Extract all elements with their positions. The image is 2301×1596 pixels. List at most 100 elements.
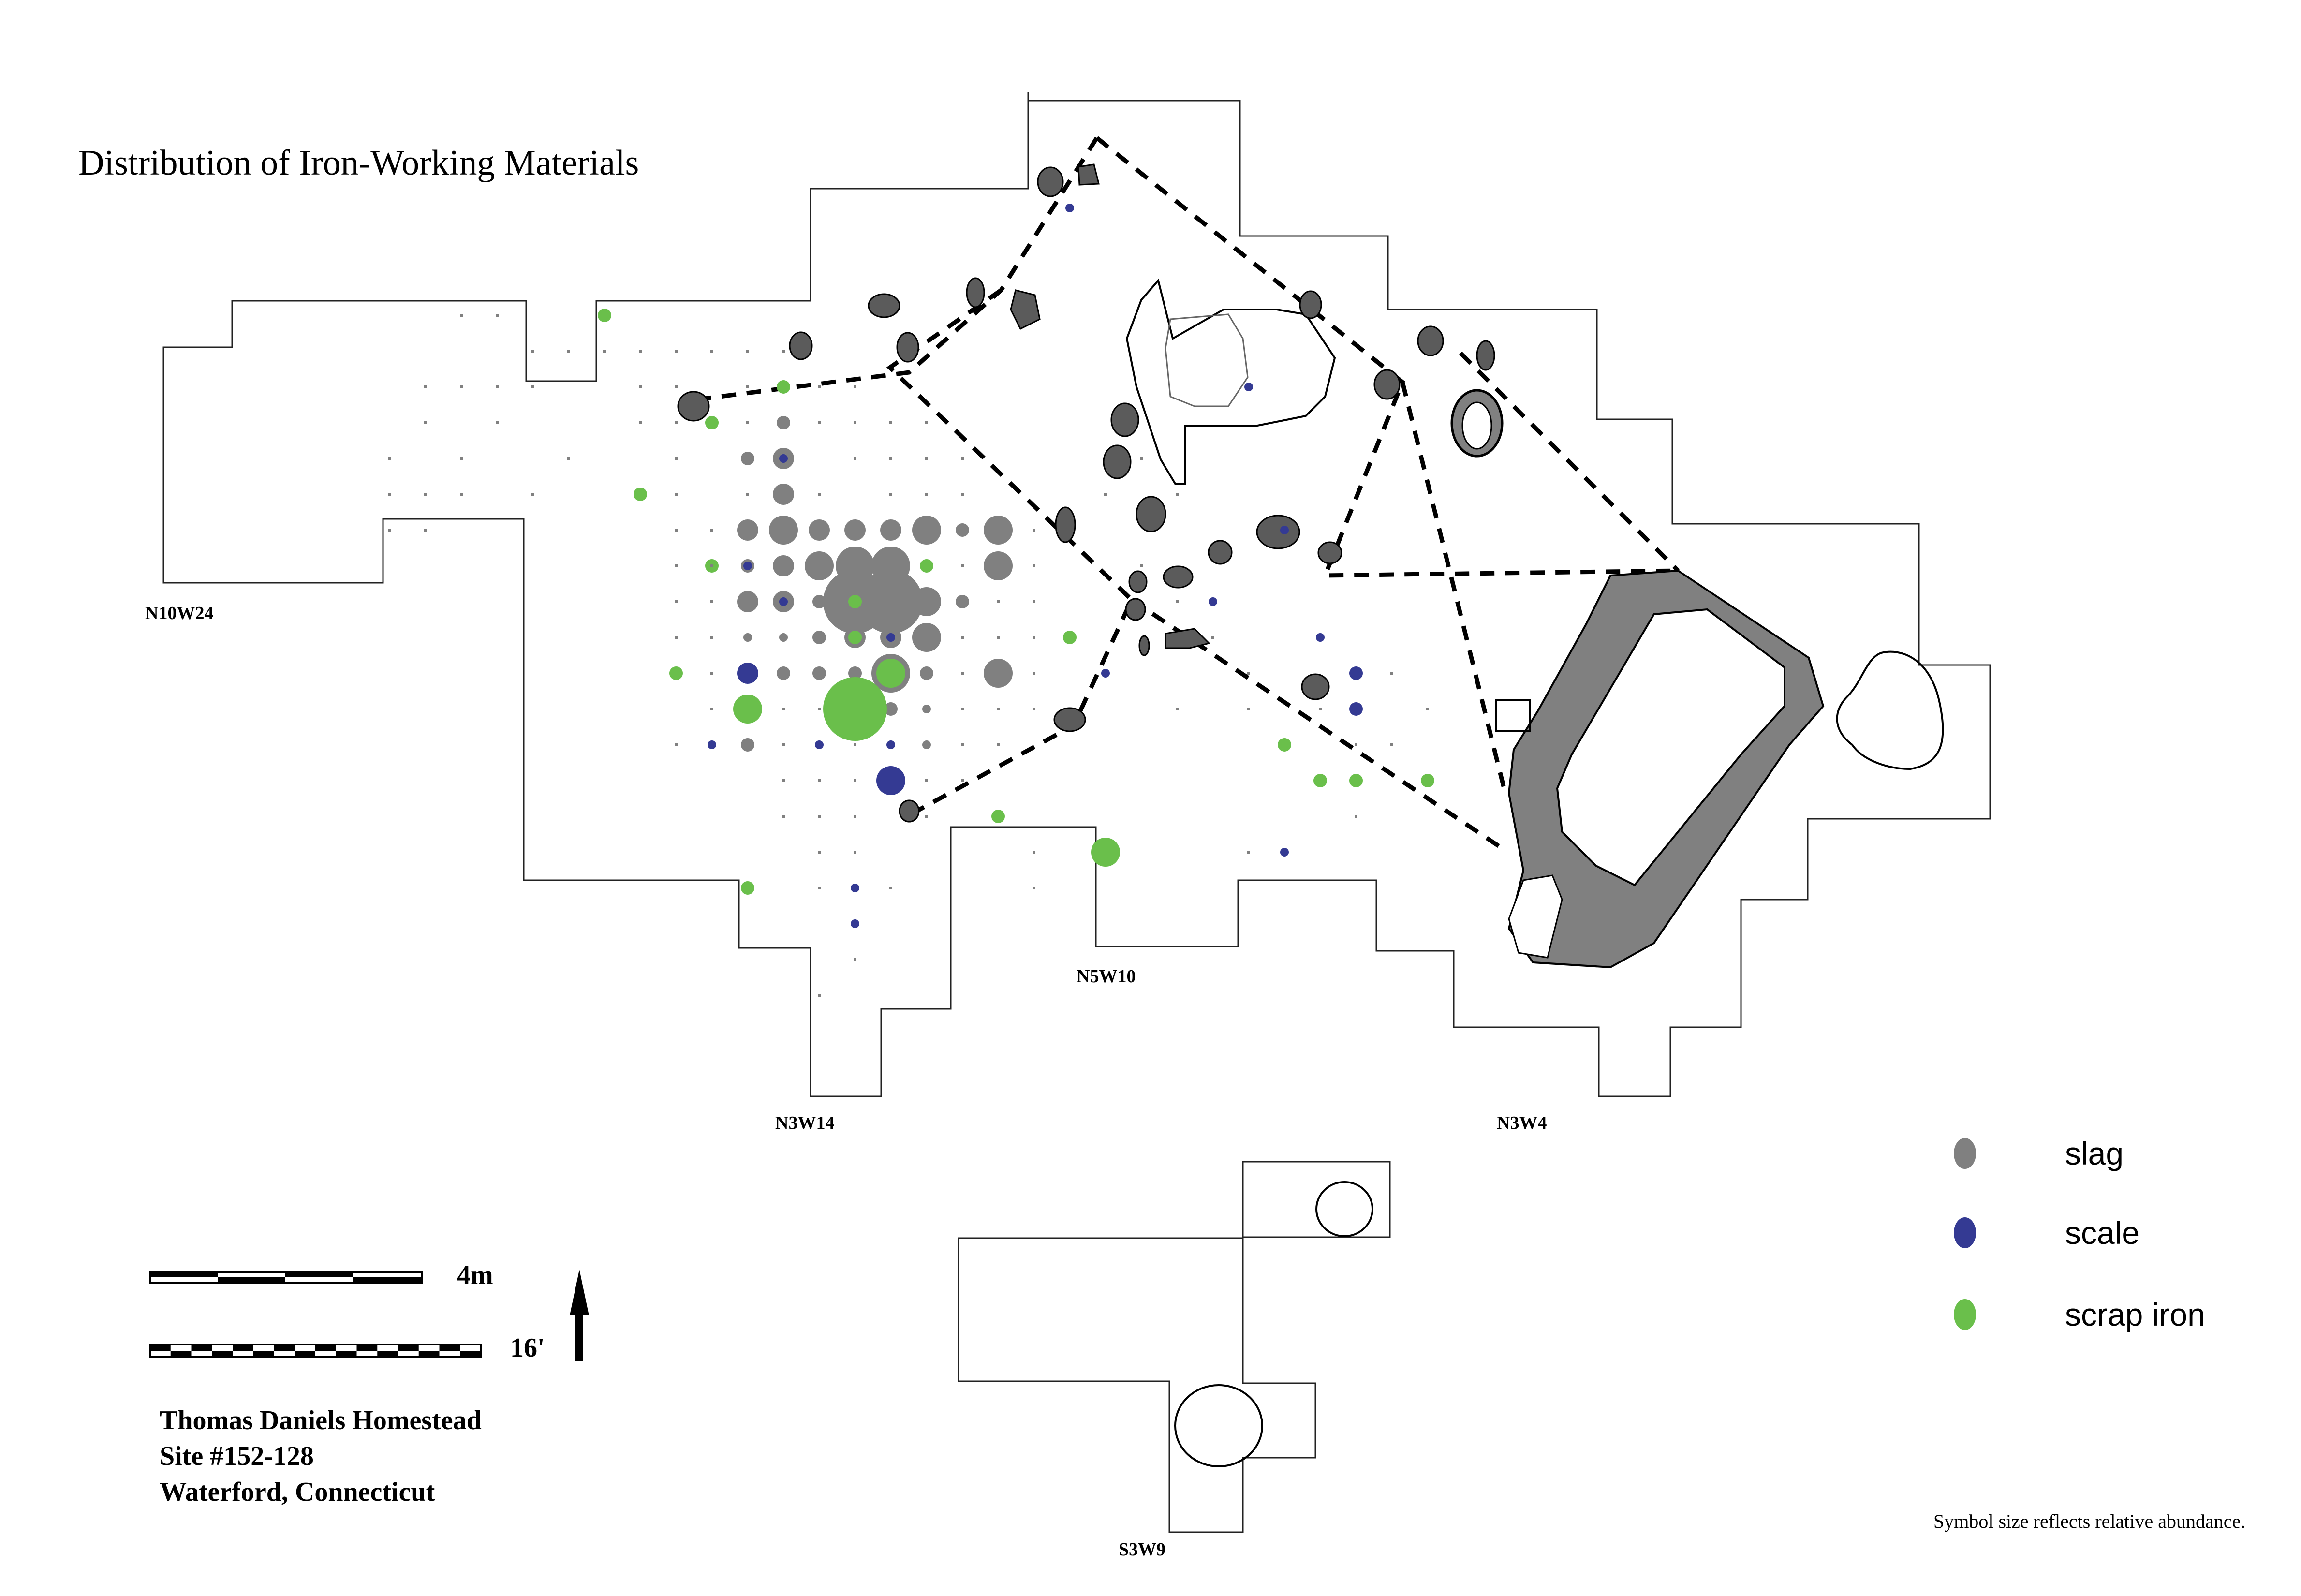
sample-point [531,385,534,388]
sample-point [424,529,427,532]
scrap-iron-symbol [733,695,762,724]
scale-symbol [1244,383,1253,391]
sample-point [818,887,821,889]
sample-point [782,779,785,782]
sample-point [746,421,749,424]
sample-point [961,708,964,710]
sample-point [675,350,678,353]
sample-point [496,421,499,424]
slag-symbol [773,555,794,576]
sample-point [675,636,678,639]
sample-point [818,385,821,388]
sample-point [675,564,678,567]
site-info-block: Thomas Daniels Homestead Site #152-128 W… [160,1403,482,1510]
sample-point [496,314,499,317]
sample-point [567,350,570,353]
sample-point [424,421,427,424]
sample-point [675,493,678,496]
scrap-iron-symbol [920,559,933,573]
slag-symbol [812,666,826,680]
sample-point [1032,708,1035,710]
sample-point [1247,708,1250,710]
sample-point [710,350,713,353]
sample-point [1355,815,1357,818]
legend-label-scale: scale [2065,1215,2140,1251]
sample-point [1247,672,1250,675]
south-pit-1 [1315,1181,1373,1237]
slag-symbol [956,595,969,608]
sample-point [782,708,785,710]
sample-point [818,779,821,782]
scale-segment [233,1345,253,1351]
slag-symbol [844,519,866,541]
sample-point [854,743,856,746]
grid-label-n10w24: N10W24 [145,603,214,623]
scale-segment [377,1351,398,1357]
slag-symbol [912,587,941,616]
sample-point [746,743,749,746]
sample-point [925,457,928,460]
sample-point [460,385,463,388]
grid-label-s3w9: S3W9 [1119,1539,1166,1560]
well-feature [1450,389,1504,458]
sample-point [746,385,749,388]
slag-symbol [912,516,941,545]
scale-segment [336,1351,357,1357]
slag-symbol [880,519,901,541]
scale-symbol [1101,669,1110,678]
imperial-scale-label: 16' [510,1333,545,1363]
slag-symbol [871,547,910,585]
sample-point [639,421,642,424]
chimney-foundation [1507,569,1825,969]
sample-point [639,350,642,353]
scrap-iron-symbol [1091,838,1120,867]
sample-point [854,457,856,460]
slag-symbol [805,551,834,580]
datum-square [1495,699,1531,732]
scale-segment [150,1345,171,1351]
slag-symbol [984,659,1013,688]
sample-point [782,743,785,746]
slag-symbol [922,740,931,749]
sample-point [961,457,964,460]
sample-point [1426,708,1429,710]
sample-point [675,600,678,603]
slag-symbol [777,666,790,680]
sample-point [818,708,821,710]
sample-point [997,743,1000,746]
scale-symbol [1280,526,1289,534]
grid-label-n3w4: N3W4 [1497,1113,1547,1133]
sample-point [925,493,928,496]
scale-segment [356,1345,378,1351]
legend-label-scrap-iron: scrap iron [2065,1297,2205,1332]
scale-symbol [851,919,859,928]
slag-symbol [984,551,1013,580]
metric-scale-label: 4m [457,1260,493,1290]
sample-point [925,421,928,424]
scrap-iron-symbol [1349,774,1363,787]
south-excavation-boundary [958,1161,1391,1533]
sample-point [710,529,713,532]
slag-symbol [769,516,798,545]
sample-point [889,421,892,424]
sample-point [854,779,856,782]
sample-point [782,350,785,353]
sample-point [1032,600,1035,603]
sample-point [675,457,678,460]
sample-point [1319,708,1322,710]
sample-point [961,564,964,567]
sample-point [997,600,1000,603]
legend-item-scrap-iron: scrap iron [1954,1290,2205,1339]
scale-segment [439,1345,460,1351]
slag-symbol [922,705,931,713]
sample-point [746,350,749,353]
sample-point [710,672,713,675]
scrap-iron-symbol [848,631,862,644]
scale-segment [253,1351,274,1357]
sample-point [460,493,463,496]
south-pit-2 [1174,1384,1263,1467]
excavation-boundary [162,92,1991,1097]
scrap-iron-symbol [1421,774,1434,787]
sample-point [639,385,642,388]
